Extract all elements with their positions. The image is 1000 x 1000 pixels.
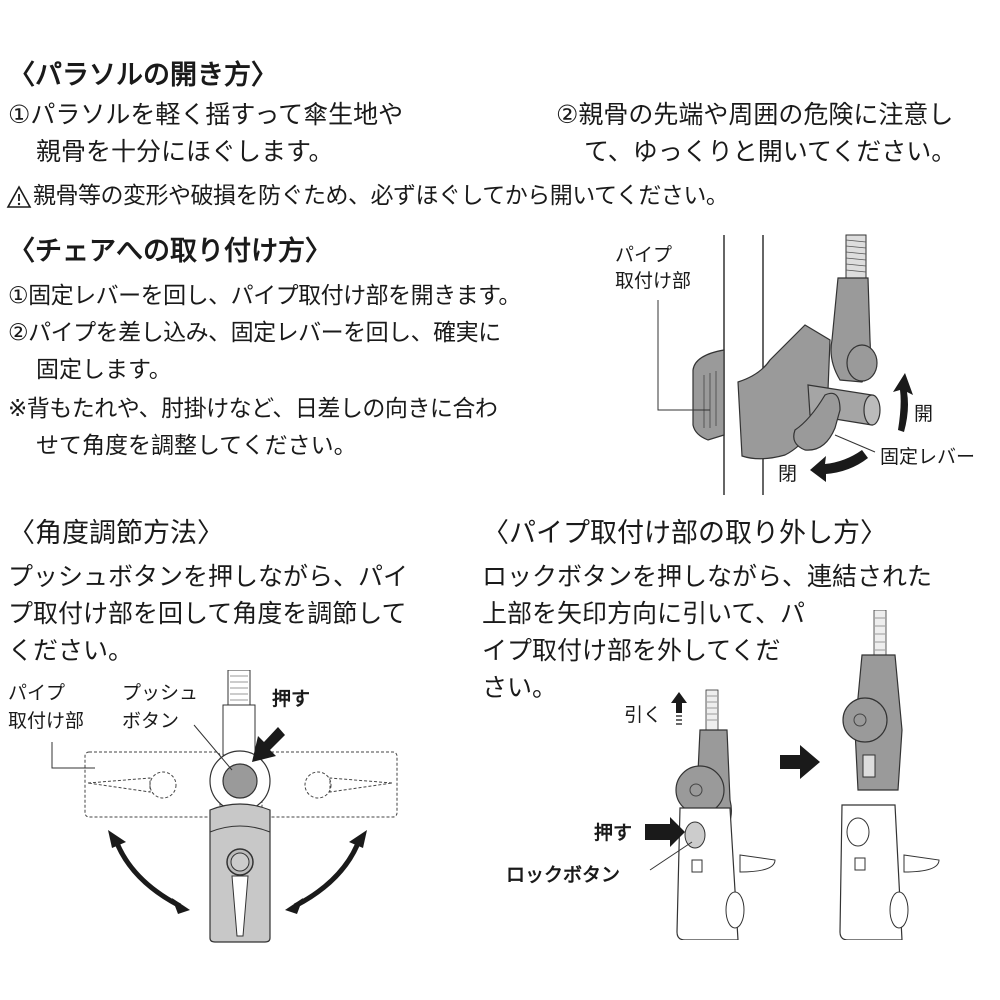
removal-heading: 〈パイプ取付け部の取り外し方〉 (482, 518, 887, 549)
lever-leader (834, 434, 876, 453)
chair-fig-label-open: 開 (914, 403, 934, 425)
lever (793, 392, 841, 451)
chair-mount-illustration (657, 234, 913, 495)
chair-mount-note-line1: ※背もたれや、肘掛けなど、日差しの向きに合わ (8, 396, 498, 422)
angle-adjust-heading: 〈角度調節方法〉 (8, 518, 224, 549)
pipe-mount-right-dashed (261, 751, 398, 818)
chair-mount-heading: 〈チェアへの取り付け方〉 (8, 236, 332, 267)
opening-step1-line2: 親骨を十分にほぐします。 (36, 137, 334, 166)
warning-text: 親骨等の変形や破損を防ぐため、必ずほぐしてから開いてください。 (33, 183, 729, 209)
angle-adjust-line1: プッシュボタンを押しながら、パイ (8, 562, 409, 591)
angle-fig-label-push-1: プッシュ (122, 682, 199, 704)
angle-fig-label-pipe-1: パイプ (8, 682, 66, 704)
angle-fig-label-push-2: ボタン (122, 710, 180, 732)
chair-mount-note-line2: せて角度を調整してください。 (36, 433, 357, 459)
removal-line1: ロックボタンを押しながら、連結された (482, 562, 933, 591)
warning-triangle-icon (6, 185, 32, 208)
chair-fig-label-pipe-1: パイプ (615, 244, 673, 266)
opening-step1-line1: ①パラソルを軽く揺すって傘生地や (8, 100, 404, 129)
opening-step2-line1: ②親骨の先端や周囲の危険に注意し (556, 100, 954, 129)
angle-fig-label-press: 押す (272, 688, 311, 710)
push-button-leader (193, 724, 233, 771)
next-step-arrow-icon (780, 745, 820, 779)
pull-arrow-icon (671, 692, 687, 713)
rotate-arrow-left-icon (112, 837, 182, 909)
push-button (222, 763, 258, 799)
chair-fig-label-lever: 固定レバー (880, 446, 976, 468)
clamp-back (692, 349, 725, 441)
chair-mount-step2-line1: ②パイプを差し込み、固定レバーを回し、確実に (8, 320, 501, 346)
angle-fig-label-pipe-2: 取付け部 (8, 710, 85, 732)
removal-line4: さい。 (482, 673, 558, 702)
pipe-mount-left-dashed (84, 751, 221, 818)
press-arrow-icon (645, 817, 685, 847)
chair-fig-label-pipe-2: 取付け部 (615, 270, 692, 292)
opening-step2-line2: て、ゆっくりと開いてください。 (584, 137, 957, 166)
chair-mount-step2-line2: 固定します。 (36, 357, 172, 383)
pipe-mount-leader (657, 300, 710, 411)
removal-illustration (645, 610, 940, 940)
removal-fig-label-press: 押す (594, 822, 633, 844)
removal-line3: イプ取付け部を外してくだ (482, 636, 781, 665)
press-arrow-icon (252, 727, 285, 762)
close-arrow-icon (810, 450, 868, 482)
chair-fig-label-close: 閉 (778, 463, 798, 485)
removal-line2: 上部を矢印方向に引いて、パ (482, 599, 806, 628)
removal-fig-label-lock: ロックボタン (506, 864, 621, 886)
removal-fig-label-pull: 引く (624, 704, 663, 726)
angle-adjust-line3: ください。 (8, 636, 134, 665)
pipe-mount-leader (51, 742, 95, 769)
opening-heading: 〈パラソルの開き方〉 (8, 60, 278, 91)
chair-mount-step1: ①固定レバーを回し、パイプ取付け部を開きます。 (8, 283, 521, 309)
rotate-arrow-right-icon (293, 837, 363, 909)
angle-adjust-illustration (51, 670, 398, 943)
angle-adjust-line2: プ取付け部を回して角度を調節して (8, 599, 407, 628)
open-arrow-icon (893, 373, 913, 432)
lock-button-leader (649, 841, 693, 871)
